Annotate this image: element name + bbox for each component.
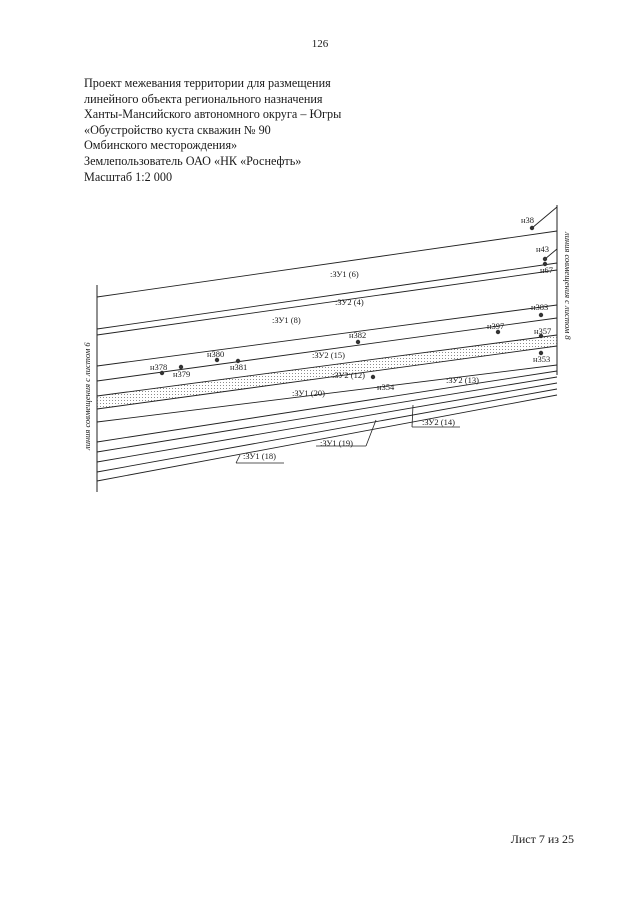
point-label: н382 — [349, 330, 366, 340]
point-marker — [538, 350, 544, 356]
right-match-label: линия совмещения с листом 8 — [563, 231, 573, 340]
point-label: н383 — [531, 302, 548, 312]
point-marker — [542, 261, 548, 267]
point-marker — [178, 364, 184, 370]
point-marker — [538, 312, 544, 318]
header-line: Омбинского месторождения» — [84, 138, 238, 153]
point-marker — [370, 374, 376, 380]
header-line: линейного объекта регионального назначен… — [84, 91, 323, 106]
point-marker — [495, 329, 501, 335]
point-label: н357 — [534, 326, 551, 336]
point-marker — [542, 256, 548, 262]
point-marker — [235, 358, 241, 364]
point-label: н397 — [487, 321, 504, 331]
parcel-label: :ЗУ2 (13) — [446, 375, 479, 385]
parcel-labels: :ЗУ1 (6) :ЗУ2 (4) :ЗУ1 (8) :ЗУ2 (15) :ЗУ… — [243, 269, 479, 461]
point-marker — [355, 339, 361, 345]
parcel-label: :ЗУ2 (15) — [312, 350, 345, 360]
boundary-lines — [96, 206, 558, 482]
left-match-label: линия совмещения с листом 6 — [82, 342, 92, 451]
point-label: н67 — [540, 265, 553, 275]
parcel-label: :ЗУ2 (4) — [335, 297, 364, 307]
header-line: Землепользователь ОАО «НК «Роснефть» — [84, 153, 302, 168]
point-label: н354 — [377, 382, 395, 392]
point-marker — [214, 357, 220, 363]
point-label: н43 — [536, 244, 549, 254]
document-header: Проект межевания территории для размещен… — [84, 76, 341, 185]
point-label: н380 — [207, 349, 224, 359]
parcel-label: :ЗУ1 (6) — [330, 269, 359, 279]
label-leaders — [235, 404, 460, 464]
point-marker — [529, 225, 535, 231]
parcel-label: :ЗУ1 (18) — [243, 451, 276, 461]
point-marker — [159, 370, 165, 376]
parcel-label: :ЗУ1 (20) — [292, 388, 325, 398]
point-label: н379 — [173, 369, 190, 379]
header-line: Ханты-Мансийского автономного округа – Ю… — [84, 107, 342, 122]
survey-points — [159, 225, 548, 380]
point-label: н38 — [521, 215, 534, 225]
point-label: н381 — [230, 362, 247, 372]
parcel-label: :ЗУ2 (14) — [422, 417, 455, 427]
point-marker — [538, 333, 544, 339]
page-number: 126 — [311, 38, 329, 50]
dotted-strip — [97, 335, 557, 409]
header-line: «Обустройство куста скважин № 90 — [84, 122, 271, 137]
point-labels: н38 н43 н67 н383 н397 н357 н353 н382 н38… — [150, 215, 553, 392]
parcel-label: :ЗУ1 (19) — [320, 438, 353, 448]
parcel-label: :ЗУ2 (12) — [332, 370, 365, 380]
point-label: н378 — [150, 362, 167, 372]
parcel-label: :ЗУ1 (8) — [272, 315, 301, 325]
header-line: Проект межевания территории для размещен… — [84, 76, 331, 90]
sheet-number: Лист 7 из 25 — [510, 832, 574, 846]
point-label: н353 — [533, 354, 550, 364]
header-line: Масштаб 1:2 000 — [84, 169, 173, 184]
